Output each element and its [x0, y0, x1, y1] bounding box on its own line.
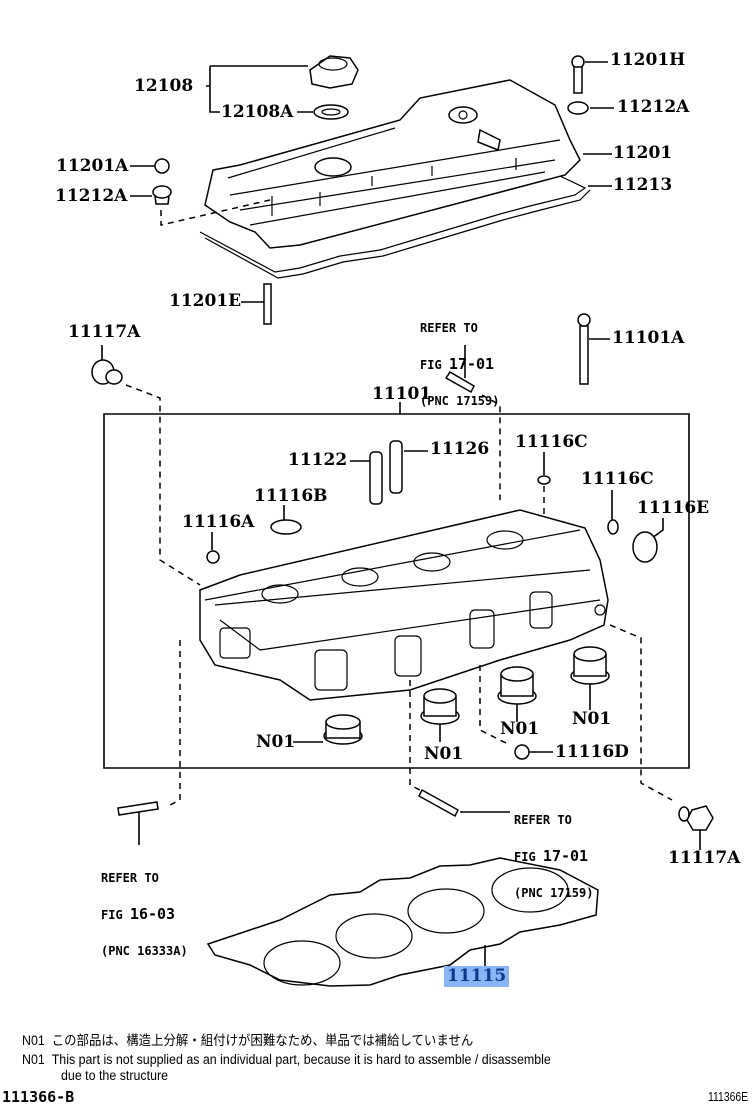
part-label-n01-3[interactable]: N01 — [500, 719, 540, 739]
footnote-jp: N01 この部品は、構造上分解・組付けが困難なため、単品では補給していません — [22, 1033, 473, 1049]
cup-n01-1 — [323, 714, 363, 745]
part-label-n01-2[interactable]: N01 — [424, 744, 464, 764]
valve-guide-11126 — [389, 440, 403, 494]
grommet-11212A-right — [567, 101, 589, 115]
footnote-code: N01 — [22, 1052, 45, 1067]
plug-11116E — [632, 531, 658, 563]
part-label-11116C-1[interactable]: 11116C — [515, 432, 588, 452]
stud-ref-17-01-top — [444, 370, 475, 394]
part-label-11212A-left[interactable]: 11212A — [55, 186, 128, 206]
part-label-11115-highlighted[interactable]: 11115 — [444, 966, 510, 987]
plug-11116A — [206, 550, 220, 564]
plug-11116C-2 — [607, 519, 619, 535]
part-label-11101[interactable]: 11101 — [372, 384, 432, 404]
plug-11117A-top — [91, 359, 123, 385]
stud-ref-16-03 — [117, 801, 159, 816]
leader-12108 — [206, 65, 313, 113]
plug-11116B — [270, 519, 302, 535]
part-label-11213[interactable]: 11213 — [613, 175, 673, 195]
reference-pnc: (PNC 16333A) — [101, 944, 188, 958]
oil-filler-cap — [309, 55, 359, 120]
plug-11117A-bottom — [678, 805, 714, 831]
cylinder-head — [199, 509, 609, 701]
cup-n01-4 — [570, 646, 610, 685]
part-label-11201H[interactable]: 11201H — [610, 50, 686, 70]
illustration-code: 111366-B — [2, 1088, 75, 1106]
image-code: 111366E — [707, 1089, 748, 1104]
cylinder-head-cover — [204, 79, 581, 249]
part-label-11116D[interactable]: 11116D — [555, 742, 629, 762]
cover-gasket — [199, 175, 591, 279]
reference-line1: REFER TO — [514, 813, 572, 827]
reference-pnc: (PNC 17159) — [514, 886, 594, 900]
footnote-en: N01 This part is not supplied as an indi… — [22, 1052, 551, 1068]
cup-n01-2 — [420, 688, 460, 725]
stud-ref-17-01-bottom — [418, 788, 459, 818]
part-label-11201[interactable]: 11201 — [613, 143, 673, 163]
part-label-11201A[interactable]: 11201A — [56, 156, 129, 176]
reference-line1: REFER TO — [420, 321, 478, 335]
footnote-text: この部品は、構造上分解・組付けが困難なため、単品では補給していません — [51, 1033, 474, 1048]
part-label-11122[interactable]: 11122 — [288, 450, 348, 470]
reference-fig-17-01-bottom[interactable]: REFER TO FIG 17-01 (PNC 17159) — [514, 790, 593, 911]
footnote-text: This part is not supplied as an individu… — [51, 1052, 551, 1067]
assembly-box — [103, 413, 690, 769]
footnote-code: N01 — [22, 1033, 45, 1048]
part-label-11126[interactable]: 11126 — [430, 439, 490, 459]
footnote-en-continued: due to the structure — [61, 1068, 168, 1084]
part-label-11117A-bottom[interactable]: 11117A — [668, 848, 741, 868]
reference-pnc: (PNC 17159) — [420, 394, 500, 408]
part-label-n01-1[interactable]: N01 — [256, 732, 296, 752]
bolt-11201H — [571, 55, 585, 94]
part-label-11101A[interactable]: 11101A — [612, 328, 685, 348]
nut-11201A — [154, 158, 170, 174]
cup-n01-3 — [497, 666, 537, 705]
bolt-11101A — [577, 313, 591, 385]
head-gasket — [206, 857, 599, 987]
reference-fig-number: 17-01 — [448, 355, 495, 373]
reference-fig-17-01-top[interactable]: REFER TO FIG 17-01 (PNC 17159) — [420, 298, 499, 419]
part-label-11116A[interactable]: 11116A — [182, 512, 255, 532]
part-label-11116E[interactable]: 11116E — [637, 498, 710, 518]
part-label-12108[interactable]: 12108 — [134, 76, 194, 96]
part-label-12108A[interactable]: 12108A — [221, 102, 294, 122]
reference-fig-prefix: FIG — [101, 908, 123, 922]
reference-line1: REFER TO — [101, 871, 159, 885]
part-label-11201E[interactable]: 11201E — [169, 291, 242, 311]
footnote-text: due to the structure — [61, 1068, 169, 1083]
part-label-n01-4[interactable]: N01 — [572, 709, 612, 729]
plug-11116D — [514, 744, 530, 760]
part-label-11117A-top[interactable]: 11117A — [68, 322, 141, 342]
stud-11201E — [263, 283, 272, 325]
reference-fig-number: 16-03 — [129, 905, 176, 923]
part-label-11212A-right[interactable]: 11212A — [617, 97, 690, 117]
reference-fig-prefix: FIG — [420, 358, 442, 372]
valve-guide-11122 — [369, 451, 383, 505]
reference-fig-prefix: FIG — [514, 850, 536, 864]
part-label-11116B[interactable]: 11116B — [254, 486, 328, 506]
reference-fig-number: 17-01 — [542, 847, 589, 865]
grommet-11212A-left — [152, 185, 172, 205]
plug-11116C-1 — [537, 475, 551, 485]
reference-fig-16-03[interactable]: REFER TO FIG 16-03 (PNC 16333A) — [101, 848, 188, 969]
part-label-11116C-2[interactable]: 11116C — [581, 469, 654, 489]
